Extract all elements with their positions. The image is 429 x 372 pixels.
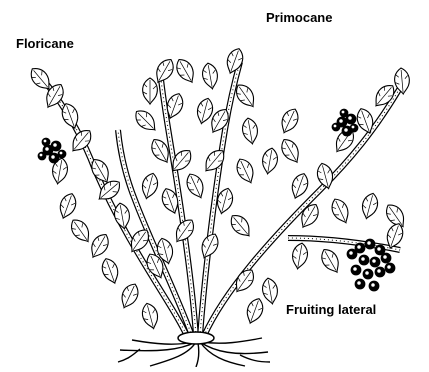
berry-highlight — [342, 111, 345, 114]
berry — [58, 150, 66, 158]
leaf-52 — [140, 302, 161, 331]
berry-highlight — [377, 247, 381, 251]
berry-highlight — [357, 245, 361, 249]
fruiting-lateral-label: Fruiting lateral — [286, 302, 376, 317]
berry-highlight — [365, 271, 369, 275]
leaf-11 — [67, 216, 94, 246]
leaf-55 — [183, 171, 207, 201]
primocane-label: Primocane — [266, 10, 332, 25]
berry — [42, 138, 50, 146]
primocane-berries — [332, 109, 358, 136]
berry-highlight — [352, 126, 355, 129]
leaf-54 — [87, 231, 113, 261]
leaf-19 — [139, 172, 160, 201]
leaf-41 — [297, 201, 323, 231]
leaf-23 — [201, 62, 220, 90]
berry-highlight — [339, 119, 343, 123]
leaf-45 — [290, 242, 309, 270]
leaf-57 — [173, 56, 199, 86]
berry — [38, 152, 46, 160]
crown — [178, 332, 214, 344]
leaf-31 — [227, 211, 255, 240]
berry — [332, 123, 340, 131]
berry-highlight — [372, 259, 376, 263]
leaf-42 — [328, 196, 352, 226]
leaf-48 — [261, 277, 280, 305]
leaf-43 — [359, 192, 380, 221]
leaf-33 — [260, 147, 279, 175]
berry-highlight — [367, 241, 371, 245]
berry — [350, 124, 358, 132]
leaf-4 — [67, 126, 95, 155]
leaf-36 — [315, 162, 336, 191]
leaf-27 — [241, 117, 260, 145]
berry-highlight — [40, 154, 43, 157]
berry-highlight — [383, 255, 387, 259]
berry-highlight — [361, 257, 365, 261]
berry-highlight — [44, 140, 47, 143]
berry-highlight — [349, 251, 353, 255]
berry-highlight — [45, 147, 49, 151]
root-3 — [196, 343, 199, 367]
leaf-10 — [56, 191, 79, 220]
berry-highlight — [60, 152, 63, 155]
berry-highlight — [53, 143, 57, 147]
leaf-15 — [131, 106, 160, 135]
root-9 — [240, 355, 270, 362]
berry-highlight — [51, 155, 55, 159]
berry — [340, 109, 348, 117]
leaf-49 — [117, 281, 141, 311]
berry-highlight — [348, 116, 352, 120]
leaf-35 — [288, 171, 311, 200]
berry-highlight — [353, 267, 357, 271]
floricane-label: Floricane — [16, 36, 74, 51]
leaf-50 — [99, 256, 122, 285]
leaf-14 — [152, 56, 178, 86]
berry-highlight — [371, 283, 375, 287]
leaf-13 — [143, 78, 158, 104]
leaf-46 — [318, 246, 344, 276]
berry-highlight — [334, 125, 337, 128]
berry-highlight — [377, 269, 381, 273]
berry-highlight — [357, 281, 361, 285]
leaf-34 — [278, 136, 304, 166]
leaf-29 — [233, 156, 257, 186]
berry-highlight — [387, 265, 391, 269]
leaf-53 — [243, 296, 266, 325]
leaf-58 — [277, 106, 301, 136]
leaf-7 — [113, 202, 132, 230]
berry-highlight — [344, 128, 348, 132]
